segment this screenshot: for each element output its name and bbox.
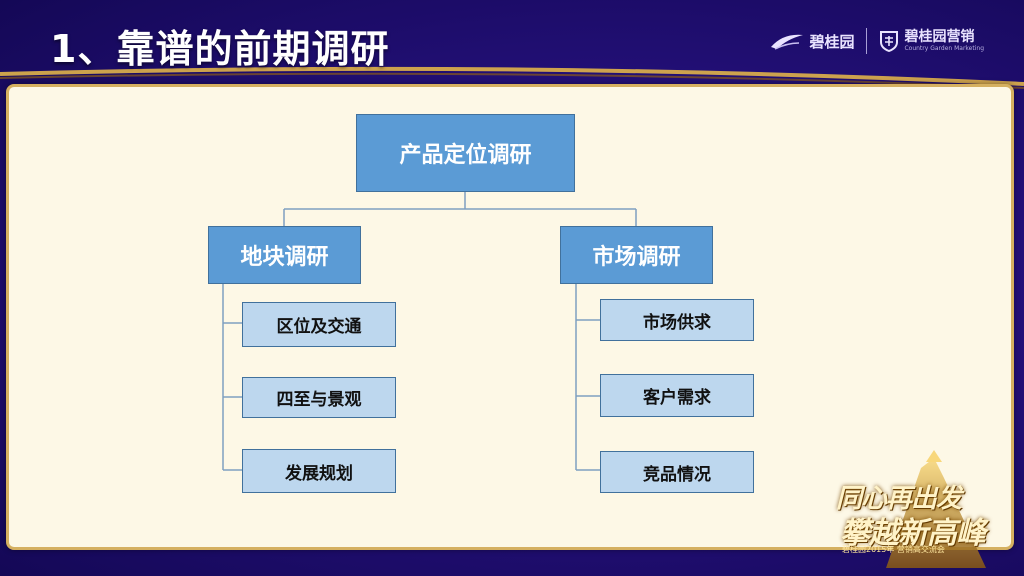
leaf-node-development-plan: 发展规划 (242, 449, 396, 493)
logo-divider (866, 28, 868, 54)
country-garden-logo: 碧桂园 (769, 31, 854, 52)
shield-icon (880, 31, 899, 52)
mountain-trophy-icon (886, 450, 986, 568)
slogan-line-3: 碧桂园2015年 营销高交流会 (842, 545, 945, 554)
logo-secondary-text: 碧桂园营销 (904, 29, 975, 45)
root-node: 产品定位调研 (356, 114, 575, 192)
logo-secondary-subtext: Country Garden Marketing (904, 45, 984, 52)
slogan-line-1: 同心再出发 (836, 484, 962, 514)
slogan-emblem: 同心再出发 攀越新高峰 碧桂园2015年 营销高交流会 (826, 448, 1016, 568)
leaf-node-location-traffic: 区位及交通 (242, 302, 396, 347)
header-logos: 碧桂园 碧桂园营销 Country Garden Marketing (769, 28, 984, 54)
leaf-node-surroundings-view: 四至与景观 (242, 377, 396, 418)
leaf-node-supply-demand: 市场供求 (600, 299, 754, 341)
slide-title: 1、靠谱的前期调研 (50, 27, 390, 71)
marketing-logo: 碧桂园营销 Country Garden Marketing (879, 30, 984, 52)
leaf-node-customer-needs: 客户需求 (600, 374, 754, 417)
logo-primary-text: 碧桂园 (809, 32, 855, 51)
leaf-node-competitors: 竞品情况 (600, 451, 754, 493)
branch-node-land: 地块调研 (208, 226, 361, 284)
branch-node-market: 市场调研 (560, 226, 713, 284)
slogan-line-2: 攀越新高峰 (840, 516, 986, 551)
swoosh-icon (771, 34, 804, 50)
